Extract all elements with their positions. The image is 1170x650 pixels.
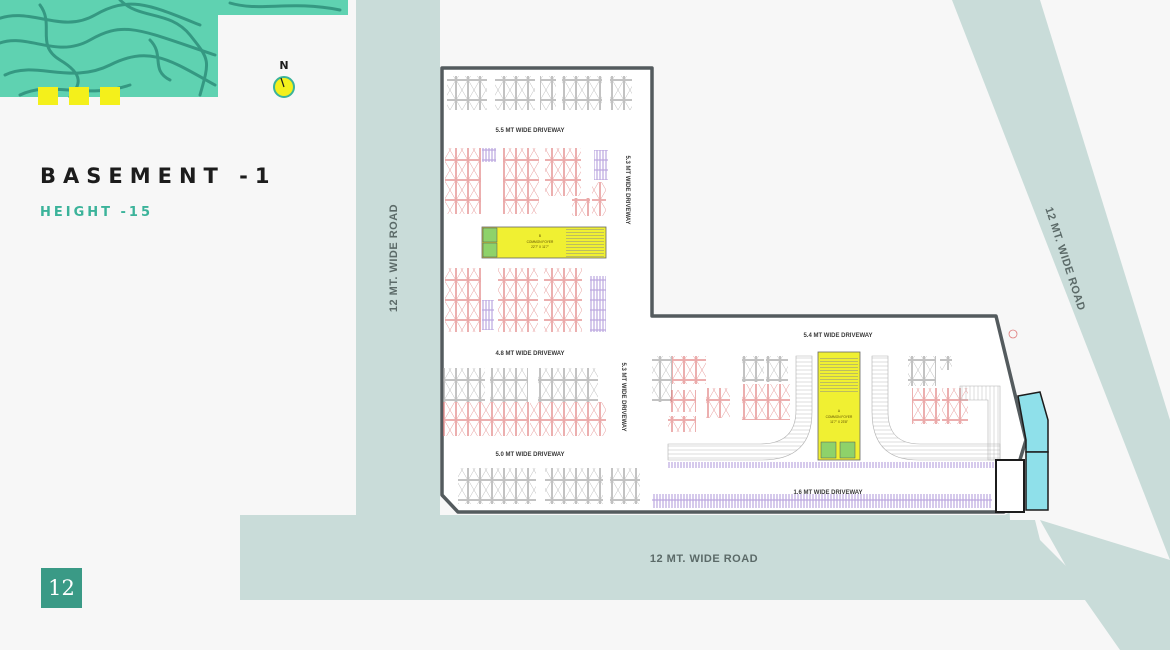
- yellow-square-2: [69, 87, 89, 105]
- core-b-size: 22'7" X 11'7": [531, 245, 549, 249]
- parking-visitor-row: [458, 468, 640, 504]
- parking-upper-block: [445, 148, 608, 216]
- driveway-label-top: 5.5 MT WIDE DRIVEWAY: [495, 128, 564, 134]
- cyan-block-lower: [1025, 451, 1049, 511]
- core-b: B COMMON FOYER 22'7" X 11'7": [481, 226, 607, 259]
- page-title: BASEMENT -1: [40, 164, 277, 188]
- road-label-bottom: 12 MT. WIDE ROAD: [650, 553, 758, 565]
- driveway-label-middle: 4.8 MT WIDE DRIVEWAY: [495, 351, 564, 357]
- yellow-square-1: [38, 87, 58, 105]
- core-b-name: COMMON FOYER: [527, 240, 554, 244]
- driveway-label-upper-vertical: 5.3 MT WIDE DRIVEWAY: [624, 155, 630, 224]
- driveway-label-lower: 5.0 MT WIDE DRIVEWAY: [495, 452, 564, 458]
- manhole-icon: [1008, 329, 1018, 339]
- core-a-size: 11'7" X 23'8": [830, 420, 848, 424]
- core-a-name: COMMON FOYER: [826, 415, 853, 419]
- yellow-square-3: [100, 87, 120, 105]
- page-subtitle: HEIGHT -15: [40, 205, 154, 220]
- core-a: A COMMON FOYER 11'7" X 23'8": [817, 351, 861, 461]
- parking-middle-block: [445, 268, 606, 332]
- decorative-pattern: [0, 0, 348, 99]
- driveway-label-right-wing: 5.4 MT WIDE DRIVEWAY: [803, 333, 872, 339]
- driveway-label-bottom: 1.6 MT WIDE DRIVEWAY: [793, 490, 862, 496]
- road-label-left: 12 MT. WIDE ROAD: [388, 204, 400, 312]
- page-number-badge: 12: [41, 568, 82, 608]
- parking-right-wing: [652, 356, 968, 432]
- roads: [240, 0, 1170, 650]
- north-label: N: [279, 59, 289, 72]
- core-a-letter: A: [838, 409, 841, 413]
- right-service-block: [995, 459, 1025, 513]
- north-compass-icon: [273, 76, 295, 98]
- parking-lower-block: [443, 368, 606, 436]
- core-b-letter: B: [539, 234, 541, 238]
- two-wheeler-strip-upper: [668, 462, 998, 468]
- parking-top-row: [447, 76, 632, 110]
- two-wheeler-strip: [652, 494, 992, 508]
- driveway-label-middle-vertical: 5.3 MT WIDE DRIVEWAY: [620, 362, 626, 431]
